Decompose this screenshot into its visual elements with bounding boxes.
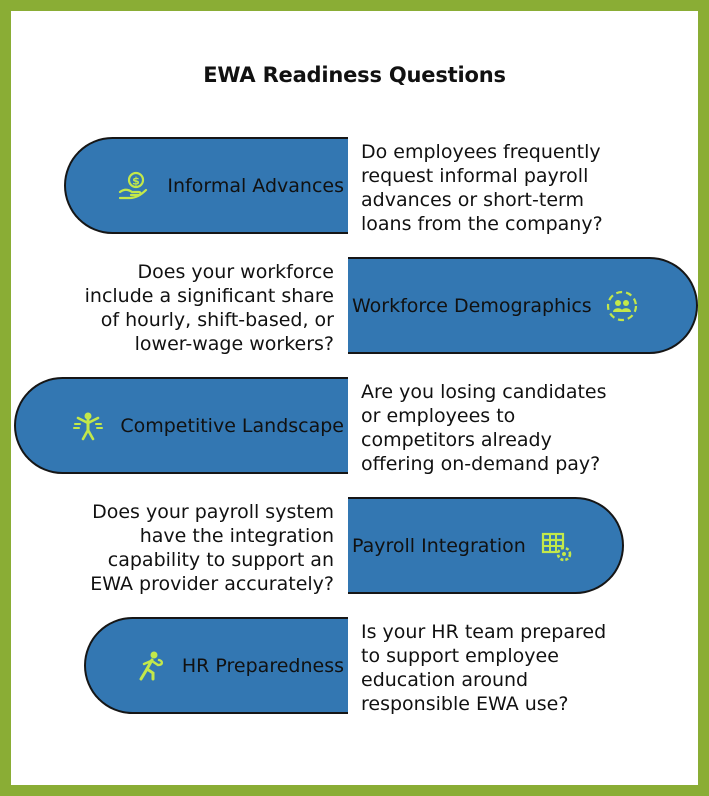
svg-text:$: $ [133, 174, 141, 187]
pill-label: Competitive Landscape [120, 414, 344, 437]
question-hr-preparedness: Is your HR team prepared to support empl… [361, 621, 607, 715]
question-informal-advances: Do employees frequently request informal… [361, 141, 603, 235]
competitor-figure-icon [73, 412, 104, 440]
pill-label: Workforce Demographics [352, 294, 592, 317]
pill-payroll-integration: Payroll Integration [348, 497, 624, 594]
page-title: EWA Readiness Questions [203, 63, 506, 87]
question-payroll-integration: Does your payroll system have the integr… [90, 501, 334, 595]
pill-workforce-demographics: Workforce Demographics [348, 257, 698, 354]
pill-competitive-landscape: Competitive Landscape [14, 377, 348, 474]
spreadsheet-gear-icon [541, 532, 572, 561]
group-people-icon [606, 290, 637, 321]
question-competitive-landscape: Are you losing candidates or employees t… [361, 381, 607, 475]
pill-label: Payroll Integration [352, 534, 526, 557]
question-workforce-demographics: Does your workforce include a significan… [84, 261, 334, 355]
pill-label: Informal Advances [167, 174, 344, 197]
pill-label: HR Preparedness [181, 654, 344, 677]
infographic-card: EWA Readiness Questions $ Informal Advan… [11, 11, 698, 785]
pill-informal-advances: $ Informal Advances [64, 137, 348, 234]
pill-hr-preparedness: HR Preparedness [84, 617, 348, 714]
hand-coin-icon: $ [119, 171, 148, 199]
running-figure-icon [139, 651, 163, 680]
